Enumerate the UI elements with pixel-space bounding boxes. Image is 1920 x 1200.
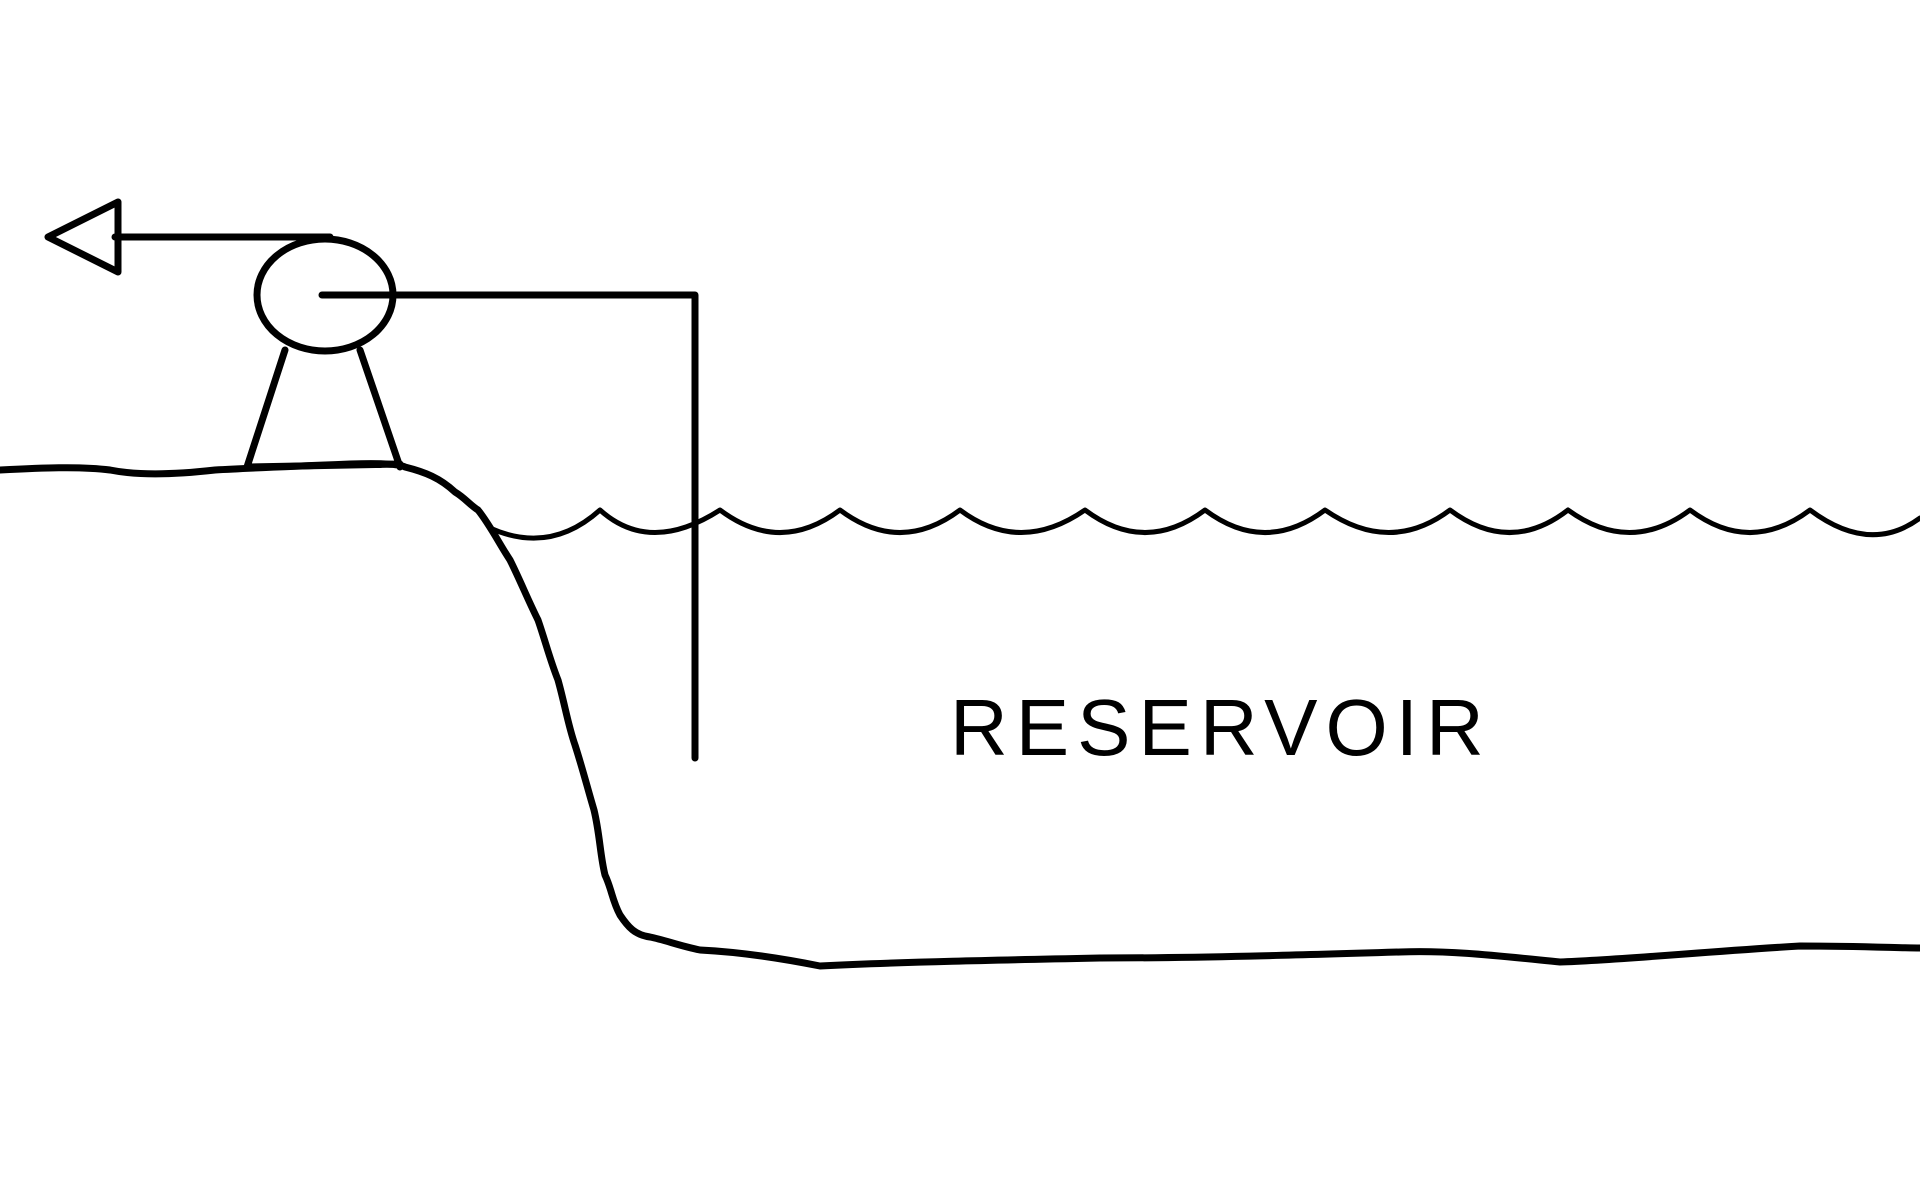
suction-pipe xyxy=(318,291,699,762)
pump-stand xyxy=(243,346,404,471)
arrow-left-icon xyxy=(44,198,122,276)
reservoir-label: RESERVOIR xyxy=(950,683,1492,772)
water-surface xyxy=(487,507,1920,541)
